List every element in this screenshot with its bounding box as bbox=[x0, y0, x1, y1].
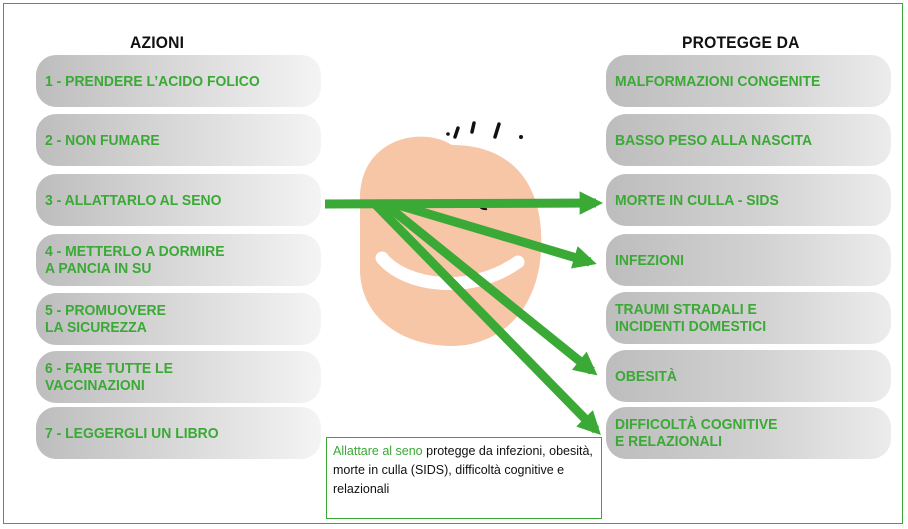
action-pill-2: 2 - NON FUMARE bbox=[36, 114, 321, 166]
protection-label: DIFFICOLTÀ COGNITIVE E RELAZIONALI bbox=[615, 416, 778, 450]
arrow-to-infezioni bbox=[393, 199, 597, 269]
protection-label: MORTE IN CULLA - SIDS bbox=[615, 191, 779, 209]
protection-pill-6: OBESITÀ bbox=[606, 350, 891, 402]
connection-arrows bbox=[324, 191, 604, 436]
action-label: 7 - LEGGERGLI UN LIBRO bbox=[45, 424, 219, 442]
action-pill-1: 1 - PRENDERE L’ACIDO FOLICO bbox=[36, 55, 321, 107]
protection-pill-5: TRAUMI STRADALI E INCIDENTI DOMESTICI bbox=[606, 292, 891, 344]
action-pill-3: 3 - ALLATTARLO AL SENO bbox=[36, 174, 321, 226]
action-pill-7: 7 - LEGGERGLI UN LIBRO bbox=[36, 407, 321, 459]
protection-pill-4: INFEZIONI bbox=[606, 234, 891, 286]
action-label: 5 - PROMUOVERE LA SICUREZZA bbox=[45, 302, 166, 336]
action-pill-4: 4 - METTERLO A DORMIRE A PANCIA IN SU bbox=[36, 234, 321, 286]
arrow-to-difficolta bbox=[371, 200, 601, 436]
action-label: 4 - METTERLO A DORMIRE A PANCIA IN SU bbox=[45, 243, 225, 277]
protection-pill-7: DIFFICOLTÀ COGNITIVE E RELAZIONALI bbox=[606, 407, 891, 459]
caption-highlight: Allattare al seno bbox=[333, 444, 423, 458]
protection-label: MALFORMAZIONI CONGENITE bbox=[615, 72, 821, 90]
protection-pill-2: BASSO PESO ALLA NASCITA bbox=[606, 114, 891, 166]
action-pill-5: 5 - PROMUOVERE LA SICUREZZA bbox=[36, 293, 321, 345]
protections-header: PROTEGGE DA bbox=[682, 33, 800, 52]
arrow-to-obesita bbox=[382, 200, 598, 376]
action-label: 3 - ALLATTARLO AL SENO bbox=[45, 191, 222, 209]
action-label: 2 - NON FUMARE bbox=[45, 131, 160, 149]
caption-text: protegge da infezioni, obesità, morte in… bbox=[333, 444, 593, 496]
action-label: 1 - PRENDERE L’ACIDO FOLICO bbox=[45, 72, 260, 90]
actions-header: AZIONI bbox=[130, 33, 185, 52]
protection-label: TRAUMI STRADALI E INCIDENTI DOMESTICI bbox=[615, 301, 767, 335]
action-label: 6 - FARE TUTTE LE VACCINAZIONI bbox=[45, 360, 173, 394]
protection-label: INFEZIONI bbox=[615, 251, 684, 269]
protection-pill-3: MORTE IN CULLA - SIDS bbox=[606, 174, 891, 226]
protection-label: BASSO PESO ALLA NASCITA bbox=[615, 131, 813, 149]
arrow-to-sids bbox=[324, 191, 604, 215]
protection-label: OBESITÀ bbox=[615, 367, 678, 385]
protection-pill-1: MALFORMAZIONI CONGENITE bbox=[606, 55, 891, 107]
action-pill-6: 6 - FARE TUTTE LE VACCINAZIONI bbox=[36, 351, 321, 403]
caption-box: Allattare al seno protegge da infezioni,… bbox=[326, 437, 602, 519]
